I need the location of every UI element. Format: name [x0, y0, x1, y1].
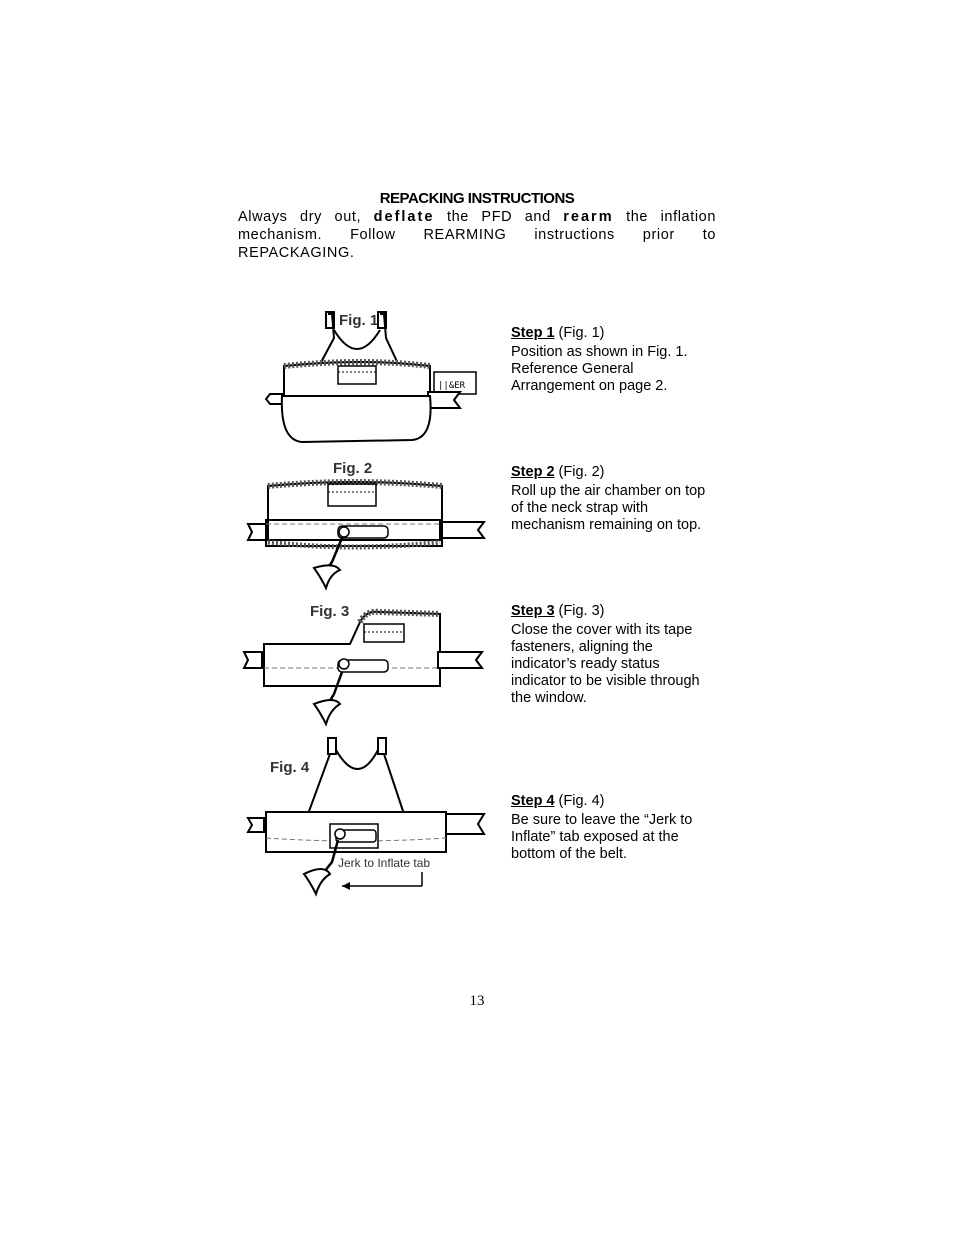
- page-number: 13: [469, 993, 485, 1009]
- step-3-ref: (Fig. 3): [554, 603, 605, 619]
- step-3: Step 3 (Fig. 3) Close the cover with its…: [511, 603, 711, 707]
- figure-2: Fig. 2: [246, 460, 486, 591]
- step-1-text: Position as shown in Fig. 1. Reference G…: [511, 344, 688, 394]
- step-4: Step 4 (Fig. 4) Be sure to leave the “Je…: [511, 793, 711, 863]
- figure-2-label: Fig. 2: [333, 460, 372, 477]
- jerk-to-inflate-callout: Jerk to Inflate tab: [338, 856, 430, 870]
- intro-paragraph: Always dry out, deflate the PFD and rear…: [238, 208, 716, 262]
- intro-rearm: rearm: [563, 209, 614, 225]
- step-2: Step 2 (Fig. 2) Roll up the air chamber …: [511, 464, 711, 534]
- intro-text-3: the inflation mechanism. Follow REARMING…: [238, 209, 716, 261]
- page-title: REPACKING INSTRUCTIONS: [379, 190, 575, 207]
- step-2-ref: (Fig. 2): [554, 464, 605, 480]
- figure-1-label: Fig. 1: [339, 312, 378, 329]
- figure-3-label: Fig. 3: [310, 603, 349, 620]
- step-4-heading: Step 4: [511, 793, 555, 809]
- figure-3: Fig. 3: [242, 603, 484, 727]
- step-4-ref: (Fig. 4): [554, 793, 605, 809]
- intro-deflate: deflate: [373, 209, 435, 225]
- step-2-text: Roll up the air chamber on top of the ne…: [511, 483, 706, 533]
- step-1-ref: (Fig. 1): [554, 325, 605, 341]
- step-2-heading: Step 2: [511, 464, 555, 480]
- intro-text-2: the PFD and: [434, 209, 564, 225]
- intro-text-1: Always dry out,: [238, 209, 374, 225]
- step-4-text: Be sure to leave the “Jerk to Inflate” t…: [511, 812, 693, 862]
- svg-text:||&ER: ||&ER: [438, 381, 466, 391]
- step-3-heading: Step 3: [511, 603, 555, 619]
- step-1: Step 1 (Fig. 1) Position as shown in Fig…: [511, 325, 711, 395]
- figure-4-label: Fig. 4: [270, 759, 310, 776]
- figure-1: Fig. 1 ||&ER: [264, 311, 477, 444]
- step-3-text: Close the cover with its tape fasteners,…: [511, 622, 700, 706]
- figure-4: Fig. 4 Jerk to Inflate tab: [246, 737, 486, 897]
- step-1-heading: Step 1: [511, 325, 555, 341]
